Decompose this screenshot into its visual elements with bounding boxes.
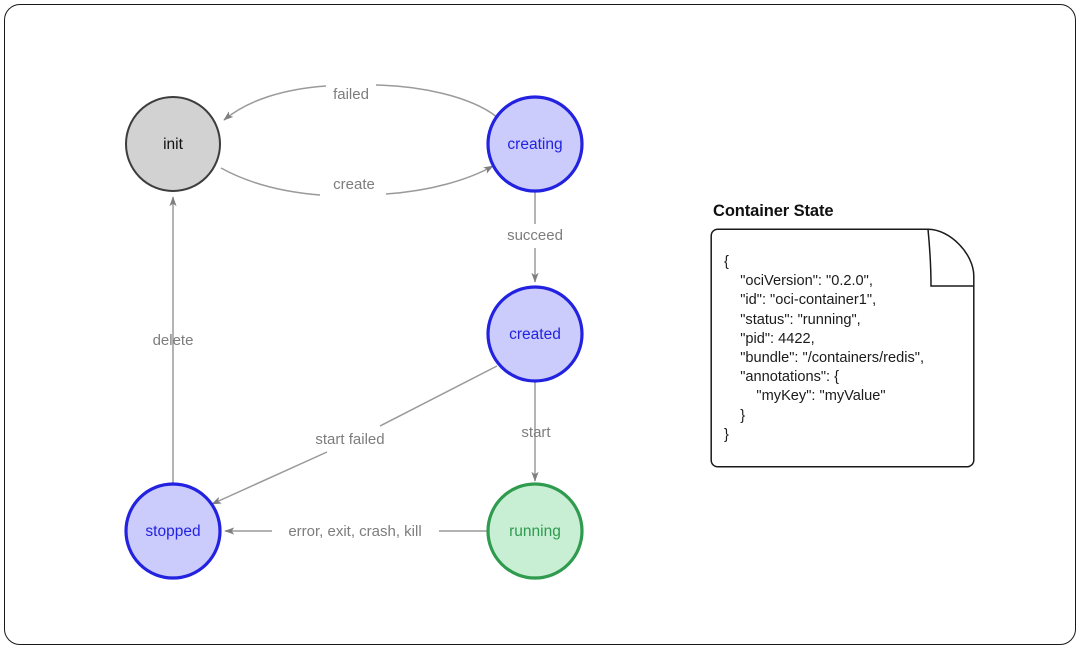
edge-create-path-right — [385, 165, 494, 195]
edge-label-start: start — [521, 424, 551, 441]
edge-create: create — [220, 165, 494, 196]
note-title: Container State — [713, 202, 834, 220]
state-node-created[interactable]: created — [486, 285, 584, 383]
node-label-running: running — [509, 523, 561, 540]
node-label-init: init — [163, 136, 184, 153]
state-node-init[interactable]: init — [125, 96, 221, 192]
state-node-running[interactable]: running — [486, 482, 584, 580]
edge-delete: delete — [153, 196, 194, 483]
edge-succeed: succeed — [507, 192, 563, 283]
state-node-creating[interactable]: creating — [486, 95, 584, 193]
edge-create-path-left — [220, 167, 321, 196]
node-circle-stopped[interactable] — [124, 482, 222, 580]
edge-start-failed-path-top — [379, 365, 498, 427]
note-fold-crease — [927, 229, 974, 287]
edge-label-failed: failed — [333, 86, 369, 103]
node-circle-creating[interactable] — [486, 95, 584, 193]
edge-failed-path-right — [375, 84, 498, 118]
edge-start: start — [521, 382, 551, 482]
edge-label-delete: delete — [153, 332, 194, 349]
note-shape — [710, 228, 975, 468]
edge-label-error: error, exit, crash, kill — [288, 523, 421, 540]
edge-label-succeed: succeed — [507, 227, 563, 244]
edge-start-failed: start failed — [211, 365, 498, 505]
node-circle-init[interactable] — [125, 96, 221, 192]
node-label-stopped: stopped — [145, 523, 200, 540]
edge-start-failed-path-bottom — [211, 451, 328, 505]
edge-failed-path-left — [223, 85, 327, 121]
node-label-creating: creating — [507, 136, 562, 153]
edge-label-start-failed: start failed — [315, 431, 384, 448]
edge-failed: failed — [223, 84, 498, 121]
edge-error: error, exit, crash, kill — [224, 523, 487, 540]
note-json-body: { "ociVersion": "0.2.0", "id": "oci-cont… — [724, 254, 925, 443]
edge-label-create: create — [333, 176, 375, 193]
note-body-outline — [710, 228, 975, 468]
node-circle-running[interactable] — [486, 482, 584, 580]
node-circle-created[interactable] — [486, 285, 584, 383]
node-label-created: created — [509, 326, 561, 343]
state-node-stopped[interactable]: stopped — [124, 482, 222, 580]
